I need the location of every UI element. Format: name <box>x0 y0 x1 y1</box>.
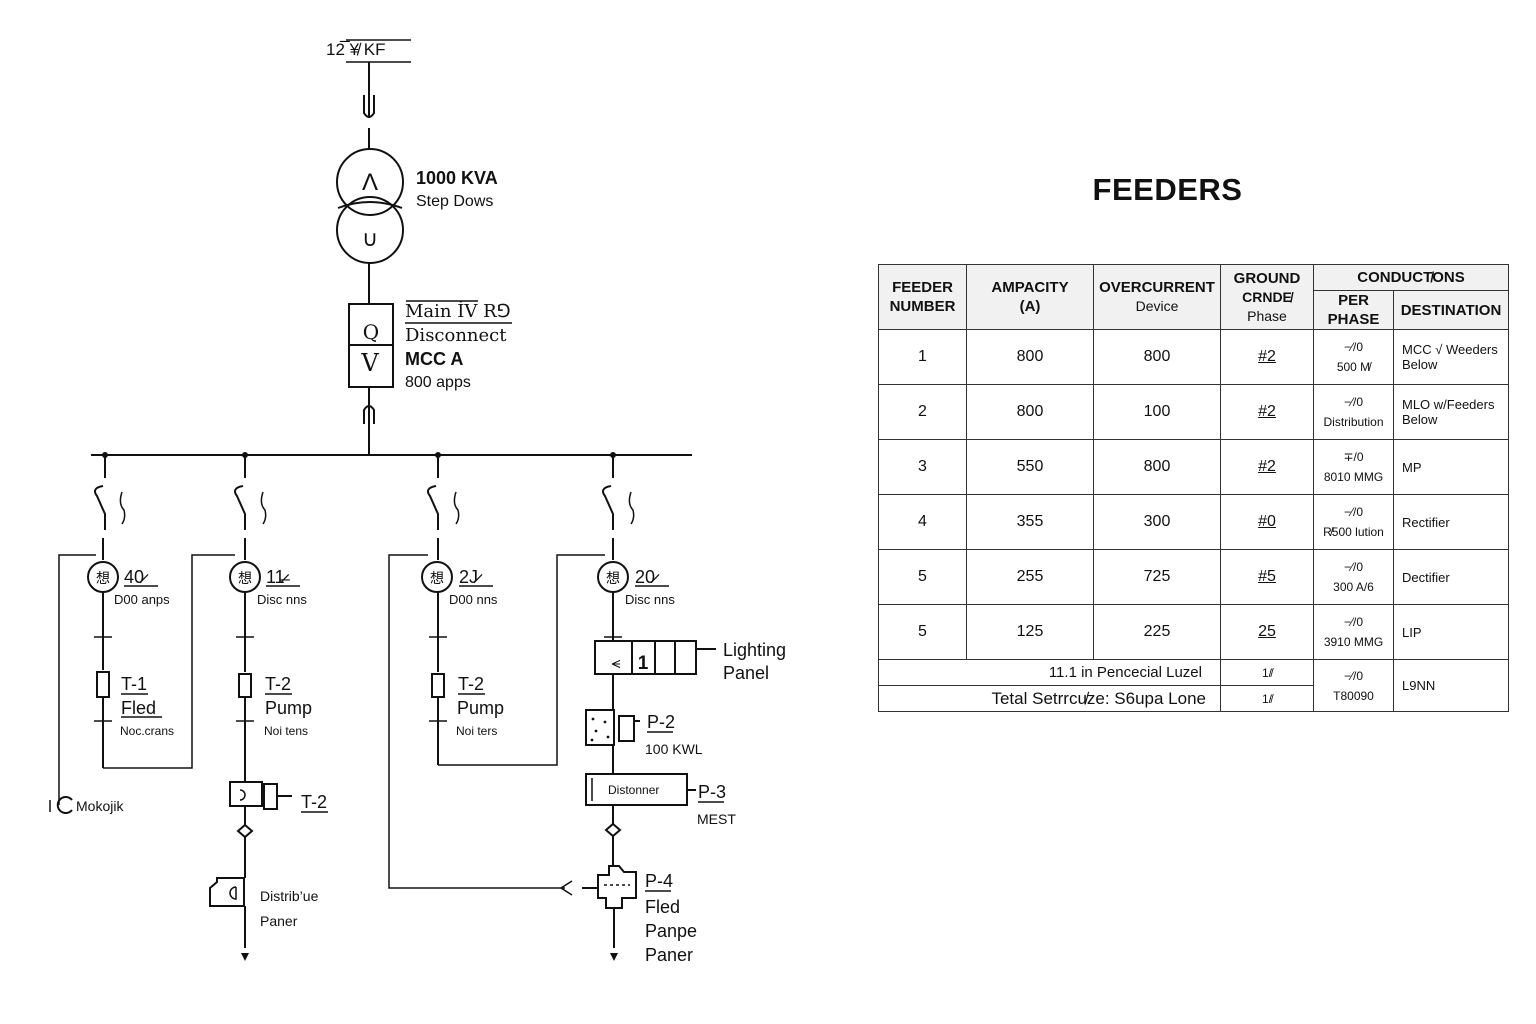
feeder-1-device-id: T-1 <box>121 674 147 694</box>
feeder-1-breaker-glyph: 想 <box>96 570 110 586</box>
footer-line2: Tetal Setrrcu̸ze: S6upa Lone <box>878 685 1221 712</box>
feeder-4-branch <box>582 455 716 961</box>
lighting-panel-line2: Panel <box>723 663 769 683</box>
feeder-3-trip-label: D00 nns <box>449 592 498 607</box>
p4-line3: Paner <box>645 945 693 965</box>
p4-line2: Panpe <box>645 921 697 941</box>
feeder-2-device-line2: Noi tens <box>264 724 308 738</box>
feeder-1-trip: 40̷ <box>124 567 149 587</box>
feeder-2-trip-label: Disc nns <box>257 592 307 607</box>
main-disconnect-line2: Disconnect <box>405 325 507 346</box>
disconnect-label: Distonner <box>608 783 659 797</box>
feeder-4-breaker-glyph: 想 <box>606 570 620 586</box>
col-per-phase: PER PHASE <box>1313 290 1394 330</box>
col-destination: DESTINATION <box>1393 290 1509 330</box>
feeder-2-sub-id: T-2 <box>301 792 327 812</box>
feeder-2-sub-line1: Distrib’ue <box>260 888 319 904</box>
transformer-primary-glyph: Λ <box>362 169 378 196</box>
feeder-1-trip-label: D00 anps <box>114 592 170 607</box>
feeder-2-device-line1: Pump <box>265 698 312 718</box>
feeder-2-device-id: T-2 <box>265 674 291 694</box>
p3-label: MEST <box>697 811 736 827</box>
main-disconnect-glyph-top: Q <box>363 320 379 344</box>
feeder-2-sub-line2: Paner <box>260 913 298 929</box>
table-footer-row: Tetal Setrrcu̸ze: S6upa Lone 1/̸ <box>878 685 1509 712</box>
col-conductors: CONDUCT̸ONS <box>1313 264 1509 291</box>
main-mcc-name: MCC A <box>405 349 463 369</box>
lighting-panel-glyph-1: ⪪ <box>611 655 620 672</box>
feeder-2-trip: 11̷̶ <box>266 567 291 587</box>
feeder-3-device-id: T-2 <box>458 674 484 694</box>
feeder-3-device-line2: Noi ters <box>456 724 497 738</box>
main-mcc-rating: 800 apps <box>405 374 471 391</box>
footer-ground-1: 1/̸ <box>1220 659 1314 686</box>
p2-id: P-2 <box>647 712 675 732</box>
feeders-title: FEEDERS <box>1092 172 1243 207</box>
feeder-4-trip: 20̷ <box>635 567 660 587</box>
feeder-2-breaker-glyph: 想 <box>238 570 252 586</box>
transformer-type: Step Dows <box>416 193 493 210</box>
p4-id: P-4 <box>645 871 673 891</box>
main-disconnect-symbol <box>348 303 394 388</box>
p2-rating: 100 KWL <box>645 741 703 757</box>
feeder-1-sub-label: Mokojik <box>76 798 124 814</box>
lighting-panel-line1: Lighting <box>723 640 786 660</box>
main-disconnect-glyph-bottom: V <box>360 349 379 377</box>
footer-destination: L9NN <box>1393 659 1509 712</box>
p4-line1: Fled <box>645 897 680 917</box>
feeder-3-device-line1: Pump <box>457 698 504 718</box>
feeder-1-device-line1: Fled <box>121 698 156 718</box>
p3-id: P-3 <box>698 782 726 802</box>
feeder-1-device-line2: Noc.crans <box>120 724 174 738</box>
feeder-2-branch <box>209 455 292 961</box>
col-ampacity: AMPACITY(A) <box>966 264 1094 330</box>
transformer-rating: 1000 KVA <box>416 168 498 188</box>
main-disconnect-line1: Main İV R⅁ <box>405 299 511 322</box>
feeder-3-branch <box>388 455 605 896</box>
col-feeder-number: FEEDER NUMBER <box>878 264 967 330</box>
transformer-secondary-glyph: ∪ <box>362 226 378 251</box>
footer-line1: 11.1 in Pencecial Luzel <box>878 659 1221 686</box>
feeder-3-trip: 2J̷ <box>459 567 483 587</box>
feeder-1-branch <box>49 455 235 814</box>
service-label: 12̅̅ ¥̸ KF <box>326 40 386 59</box>
footer-ground-2: 1/̸ <box>1220 685 1314 712</box>
lighting-panel-glyph-2: 1 <box>638 653 649 674</box>
feeder-4-trip-label: Disc nns <box>625 592 675 607</box>
feeder-3-breaker-glyph: 想 <box>430 570 444 586</box>
